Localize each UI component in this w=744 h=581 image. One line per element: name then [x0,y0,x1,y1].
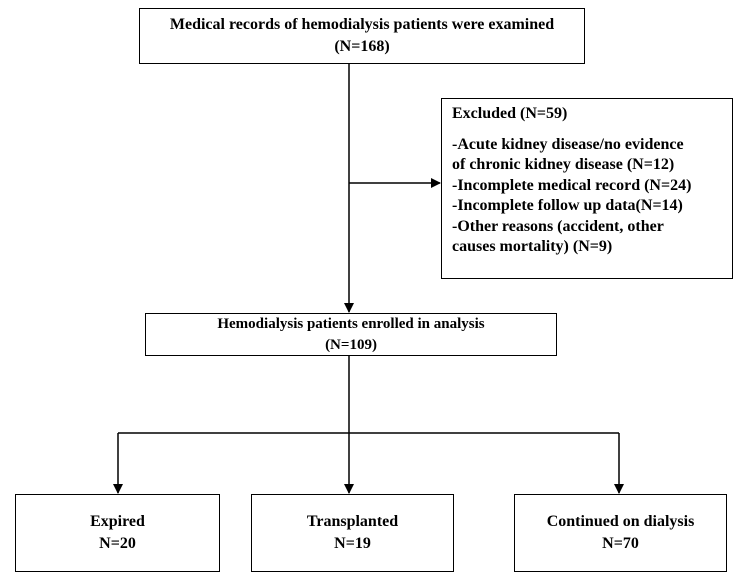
expired-label: Expired [90,513,145,531]
enrolled-box: Hemodialysis patients enrolled in analys… [145,313,557,356]
excluded-reason-line: -Incomplete follow up data(N=14) [452,197,683,215]
expired-count: N=20 [99,535,136,552]
enrolled-text: Hemodialysis patients enrolled in analys… [217,316,485,333]
excluded-box: Excluded (N=59) -Acute kidney disease/no… [441,98,733,279]
transplanted-box: Transplanted N=19 [251,494,454,572]
records-examined-box: Medical records of hemodialysis patients… [139,8,585,64]
transplanted-label: Transplanted [306,513,399,531]
continued-dialysis-label: Continued on dialysis [546,513,695,531]
excluded-reason-line: causes mortality) (N=9) [452,238,613,256]
excluded-reason-line: -Incomplete medical record (N=24) [452,176,692,194]
excluded-reason-line: of chronic kidney disease (N=12) [452,156,675,174]
excluded-title: Excluded (N=59) [452,105,568,122]
excluded-reason-line: -Other reasons (accident, other [452,217,664,235]
records-examined-count: (N=168) [334,38,390,55]
enrolled-count: (N=109) [325,336,377,353]
excluded-reason-line: -Acute kidney disease/no evidence [452,136,684,153]
records-examined-text: Medical records of hemodialysis patients… [169,16,555,34]
transplanted-count: N=19 [334,535,371,552]
continued-dialysis-box: Continued on dialysis N=70 [514,494,727,572]
expired-box: Expired N=20 [15,494,220,572]
continued-dialysis-count: N=70 [602,535,639,552]
